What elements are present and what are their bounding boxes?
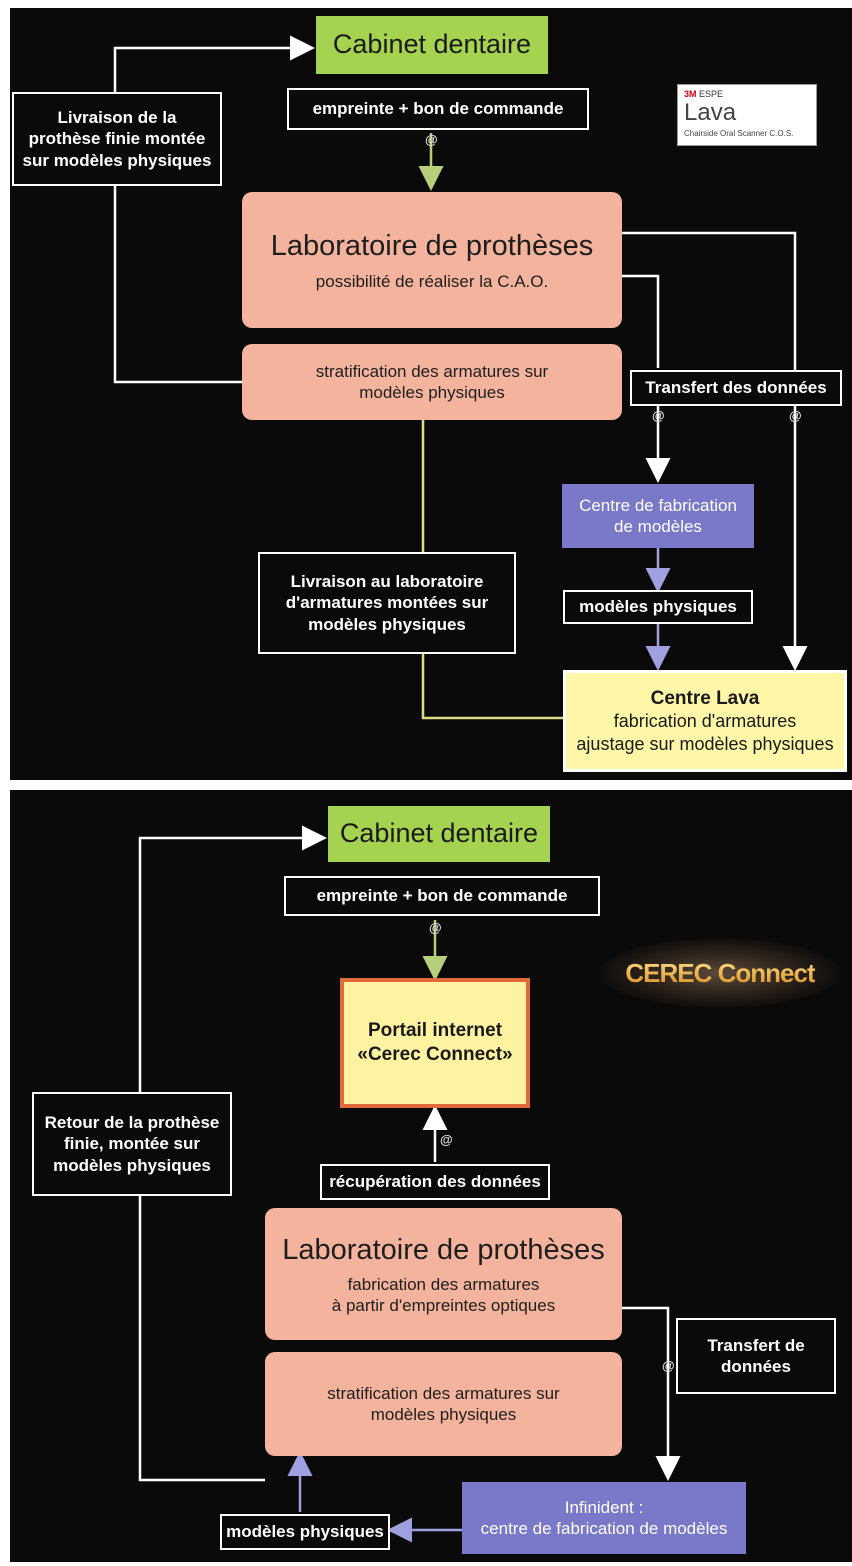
laboratory-subtitle-1: fabrication des armatures: [347, 1274, 540, 1294]
cabinet-dentaire-box: Cabinet dentaire: [328, 806, 550, 862]
data-transfer-box: Transfert des données: [630, 370, 842, 406]
data-transfer-label: Transfert des données: [645, 378, 827, 398]
infinident-line2: centre de fabrication de modèles: [480, 1519, 728, 1538]
portal-box: Portail internet «Cerec Connect»: [340, 978, 530, 1108]
delivery-frameworks-label: Livraison au laboratoire d'armatures mon…: [285, 572, 489, 634]
lava-center-line2: ajustage sur modèles physiques: [576, 733, 834, 754]
lava-center-title: Centre Lava: [650, 687, 760, 709]
laboratory-box: Laboratoire de prothèses possibilité de …: [242, 192, 622, 328]
model-fab-center-label: Centre de fabrication de modèles: [579, 495, 737, 536]
laboratory-title: Laboratoire de prothèses: [282, 1233, 605, 1266]
infinident-box: Infinident : centre de fabrication de mo…: [462, 1482, 746, 1554]
lava-logo: 3M ESPE Lava Chairside Oral Scanner C.O.…: [677, 84, 817, 146]
lab-to-infinident-line: [622, 1306, 681, 1481]
cerec-connect-logo: CEREC Connect: [600, 938, 840, 1008]
data-retrieval-label: récupération des données: [329, 1172, 541, 1192]
stratification-label: stratification des armatures sur modèles…: [315, 361, 549, 402]
cabinet-dentaire-label: Cabinet dentaire: [339, 818, 539, 849]
stratification-box: stratification des armatures sur modèles…: [242, 344, 622, 420]
infinident-line1: Infinident :: [564, 1497, 644, 1517]
at-symbol-1: @: [425, 132, 438, 147]
at-symbol-1: @: [429, 920, 442, 935]
lava-connector-lines: [113, 35, 808, 720]
return-loop-line: [113, 35, 315, 384]
delivery-prosthesis-box: Livraison de la prothèse finie montée su…: [12, 92, 222, 186]
prosthesis-return-label: Retour de la prothèse finie, montée sur …: [44, 1113, 220, 1175]
lab-to-lava-center-line: [622, 231, 808, 671]
physical-models-box: modèles physiques: [563, 590, 753, 624]
at-symbol-2: @: [652, 408, 665, 423]
laboratory-title: Laboratoire de prothèses: [270, 230, 594, 263]
at-symbol-2: @: [440, 1132, 453, 1147]
cabinet-dentaire-box: Cabinet dentaire: [316, 16, 548, 74]
lava-logo-name: Lava: [684, 99, 737, 126]
at-symbol-3: @: [789, 408, 802, 423]
laboratory-box: Laboratoire de prothèses fabrication des…: [265, 1208, 622, 1340]
impression-order-box: empreinte + bon de commande: [287, 88, 589, 130]
prosthesis-return-box: Retour de la prothèse finie, montée sur …: [32, 1092, 232, 1196]
data-transfer-box: Transfert de données: [676, 1318, 836, 1394]
lava-to-strat-line: [410, 386, 563, 720]
impression-order-box: empreinte + bon de commande: [284, 876, 600, 916]
lava-logo-tagline: Chairside Oral Scanner C.O.S.: [684, 129, 794, 138]
stratification-box: stratification des armatures sur modèles…: [265, 1352, 622, 1456]
lava-center-box: Centre Lava fabrication d'armatures ajus…: [563, 670, 847, 772]
delivery-frameworks-box: Livraison au laboratoire d'armatures mon…: [258, 552, 516, 654]
laboratory-subtitle-2: à partir d'empreintes optiques: [331, 1296, 556, 1316]
portal-line2: «Cerec Connect»: [357, 1044, 513, 1065]
stratification-label: stratification des armatures sur modèles…: [327, 1383, 560, 1424]
cerec-workflow-panel: Cabinet dentaire empreinte + bon de comm…: [10, 790, 852, 1562]
data-retrieval-box: récupération des données: [320, 1164, 550, 1200]
impression-order-label: empreinte + bon de commande: [316, 886, 568, 906]
lava-workflow-panel: Cabinet dentaire empreinte + bon de comm…: [10, 8, 852, 780]
model-fab-center-box: Centre de fabrication de modèles: [562, 484, 754, 548]
cabinet-dentaire-label: Cabinet dentaire: [332, 29, 532, 60]
at-symbol-3: @: [662, 1358, 675, 1373]
cerec-connect-logo-text: CEREC Connect: [625, 957, 815, 988]
data-transfer-label: Transfert de données: [707, 1335, 805, 1376]
physical-models-label: modèles physiques: [579, 597, 737, 617]
portal-line1: Portail internet: [367, 1020, 503, 1042]
delivery-prosthesis-label: Livraison de la prothèse finie montée su…: [22, 108, 212, 170]
lab-to-transfer-line: [622, 274, 660, 368]
laboratory-subtitle: possibilité de réaliser la C.A.O.: [315, 271, 549, 291]
impression-order-label: empreinte + bon de commande: [312, 99, 564, 119]
physical-models-box: modèles physiques: [220, 1514, 390, 1550]
physical-models-label: modèles physiques: [226, 1522, 384, 1542]
lava-center-line1: fabrication d'armatures: [613, 711, 797, 732]
lava-logo-brand: 3M ESPE: [684, 89, 724, 99]
